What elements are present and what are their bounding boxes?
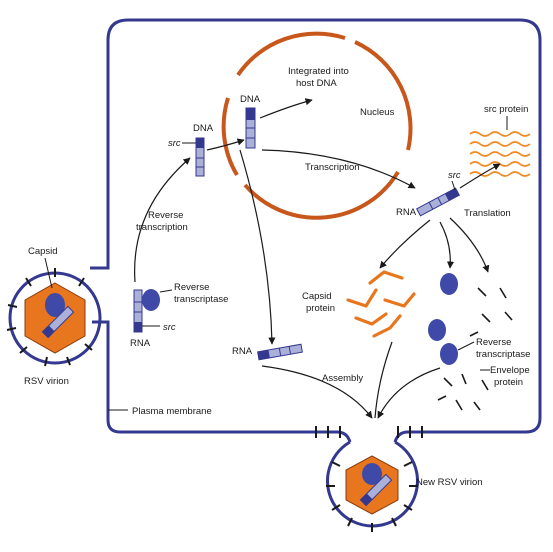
envelope-label-1: Envelope [490,365,530,376]
src-protein-squiggles [469,131,531,177]
capsid-protein-label-2: protein [306,303,335,314]
rev-trans-label-2: transcriptase [174,294,228,305]
capsid-left-label: Capsid [28,246,58,257]
rna-right-segment [416,187,460,217]
transcription-arrow [261,149,416,189]
rt-label-1: Reverse [148,210,183,221]
plasma-membrane-outline [90,18,542,443]
reverse-transcription-arrow [134,157,191,283]
new-rsv-virion [326,440,419,532]
rsv-virion-label: RSV virion [24,376,69,387]
src-dna-label: src [168,138,181,149]
arrow-to-capsid-protein [379,219,431,269]
rna-center-segment [257,343,303,361]
assembly-arrow-proteins [377,367,441,419]
rev-trans2-pointer [457,341,475,351]
envelope-label-2: protein [494,377,523,388]
rev-trans-label-1: Reverse [174,282,209,293]
dna-nucleus-label: DNA [240,94,261,105]
spacer [418,224,425,302]
rna-center-label: RNA [232,346,253,357]
arrow-to-rev-trans [439,221,455,269]
arrow-to-genomic-rna [239,149,276,345]
src-rna-pointer [451,180,456,191]
assembly-arrow-capsid [374,341,393,419]
assembly-arrow-rna [261,365,373,419]
translation-label: Translation [464,208,511,219]
plasma-membrane-label: Plasma membrane [132,406,212,417]
integration-arrow [259,98,313,119]
nucleus-envelope [221,31,413,220]
dna-to-nucleus-arrow [206,138,245,151]
capsid-protein-label-1: Capsid [302,291,332,302]
rev-trans2-label-2: transcriptase [476,349,530,360]
rt-label-2: transcription [136,222,188,233]
rna-virion-label: RNA [130,338,151,349]
translation-arrow-src [459,163,501,189]
dna-left-label: DNA [193,123,214,134]
integrated-dna-segment [245,107,256,149]
reverse-transcriptase-blob-left [142,289,160,311]
integrated-label-1: Integrated into [288,66,349,77]
src-protein-label: src protein [484,104,528,115]
assembly-label: Assembly [322,373,363,384]
transcription-label: Transcription [305,162,360,173]
rev-trans2-label-1: Reverse [476,337,511,348]
arrow-to-envelope [449,217,490,273]
integrated-label-2: host DNA [296,78,337,89]
reverse-transcriptase-blobs [428,273,458,365]
envelope-protein-dashes [437,287,513,411]
src-virion-label: src [163,322,176,333]
membrane-spikes-bottom [315,426,423,438]
nucleus-label: Nucleus [360,107,395,118]
dna-left-segment [195,137,205,177]
capsid-pointer [44,257,53,289]
new-virion-label: New RSV virion [416,477,483,488]
rsv-virion-entering [6,268,102,367]
released-rna-segment [133,289,143,333]
rna-right-label: RNA [396,207,417,218]
rev-trans-pointer [159,289,173,293]
src-rna-label: src [448,170,461,181]
capsid-protein-pieces [346,270,416,338]
